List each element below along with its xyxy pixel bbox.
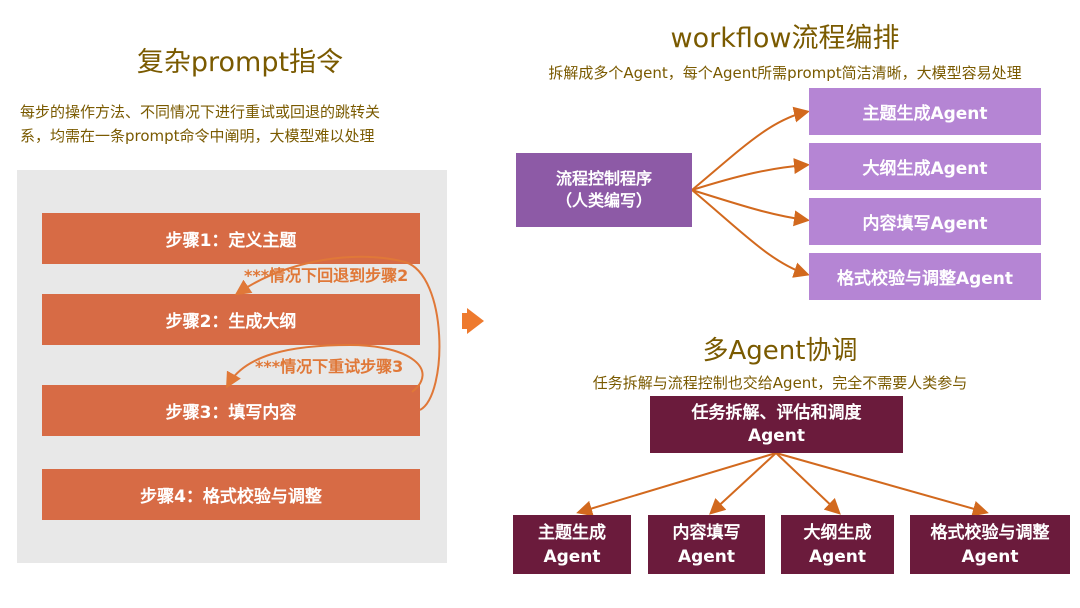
multi-agent-format: 格式校验与调整 Agent — [910, 515, 1070, 574]
controller-line2: （人类编写） — [555, 191, 652, 210]
agent-label: Agent — [961, 546, 1019, 567]
workflow-agent-content: 内容填写Agent — [809, 198, 1041, 245]
step-3-box: 步骤3：填写内容 — [42, 385, 420, 436]
agent-label: 大纲生成 — [803, 522, 872, 543]
step-2-box: 步骤2：生成大纲 — [42, 294, 420, 345]
workflow-description: 拆解成多个Agent，每个Agent所需prompt简洁清晰，大模型容易处理 — [548, 64, 1022, 82]
multi-agent-title: 多Agent协调 — [702, 336, 858, 366]
workflow-agent-topic: 主题生成Agent — [809, 88, 1041, 135]
coordinator-agent-box: 任务拆解、评估和调度 Agent — [650, 396, 903, 453]
connector-ctrl-agent3 — [691, 189, 810, 227]
agent-label: 主题生成 — [538, 522, 606, 543]
left-description: 每步的操作方法、不同情况下进行重试或回退的跳转关 系，均需在一条prompt命令… — [20, 100, 460, 148]
connector-coord-agent2 — [709, 452, 777, 515]
workflow-agent-format: 格式校验与调整Agent — [809, 253, 1041, 300]
flow-controller-box: 流程控制程序 （人类编写） — [516, 153, 692, 227]
step-4-box: 步骤4：格式校验与调整 — [42, 469, 420, 520]
coordinator-line2: Agent — [747, 425, 806, 446]
connector-coord-agent1 — [576, 452, 777, 517]
connector-ctrl-agent2 — [691, 158, 810, 191]
agent-label: Agent — [543, 546, 601, 567]
left-desc-line1: 每步的操作方法、不同情况下进行重试或回退的跳转关 — [20, 103, 381, 121]
agent-label: 内容填写 — [672, 522, 741, 543]
workflow-title: workflow流程编排 — [670, 23, 900, 54]
agent-label: Agent — [808, 546, 867, 567]
connector-coord-agent4 — [775, 452, 989, 517]
connector-coord-agent3 — [775, 452, 841, 515]
transition-arrow-stem — [462, 313, 470, 329]
agent-label: Agent — [677, 546, 736, 567]
connector-ctrl-agent1 — [691, 106, 810, 191]
fallback-note: ***情况下回退到步骤2 — [244, 266, 409, 285]
left-title: 复杂prompt指令 — [136, 47, 344, 78]
coordinator-line1: 任务拆解、评估和调度 — [691, 402, 862, 423]
workflow-agent-outline: 大纲生成Agent — [809, 143, 1041, 190]
multi-agent-description: 任务拆解与流程控制也交给Agent，完全不需要人类参与 — [592, 374, 968, 392]
step-1-box: 步骤1：定义主题 — [42, 213, 420, 264]
transition-arrow-icon — [467, 308, 484, 334]
multi-agent-outline: 大纲生成 Agent — [781, 515, 894, 574]
agent-label: 格式校验与调整 — [930, 522, 1050, 543]
multi-agent-topic: 主题生成 Agent — [513, 515, 631, 574]
left-desc-line2: 系，均需在一条prompt命令中阐明，大模型难以处理 — [20, 127, 375, 145]
connector-ctrl-agent4 — [691, 189, 810, 278]
controller-line1: 流程控制程序 — [555, 169, 652, 188]
retry-note: ***情况下重试步骤3 — [255, 357, 404, 376]
multi-agent-content: 内容填写 Agent — [648, 515, 765, 574]
